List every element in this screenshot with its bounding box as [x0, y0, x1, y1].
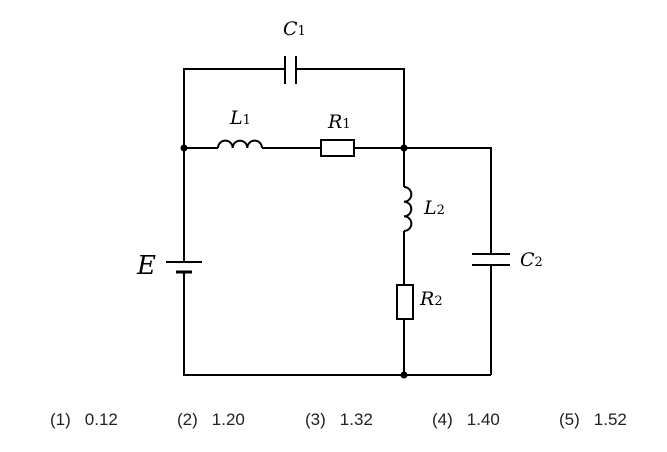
choice-value: 1.40 — [466, 410, 500, 429]
resistor-r1 — [320, 139, 355, 157]
label-e: E — [136, 251, 156, 281]
choice-value: 1.52 — [593, 410, 627, 429]
choice-3: (3) 1.32 — [305, 410, 373, 430]
label-c2: C2 — [520, 249, 543, 271]
label-l1: L1 — [229, 107, 251, 129]
label-c1: C1 — [283, 18, 306, 40]
wires — [183, 68, 492, 376]
capacitor-c1 — [284, 56, 297, 84]
choice-5: (5) 1.52 — [559, 410, 627, 430]
capacitor-c2 — [472, 253, 510, 266]
choice-number: (5) — [559, 410, 580, 429]
choice-1: (1) 0.12 — [50, 410, 118, 430]
label-r1: R1 — [327, 111, 351, 133]
junction-dot — [180, 144, 188, 152]
junction-dot — [400, 371, 408, 379]
inductor-l2 — [403, 186, 413, 232]
battery-e — [166, 261, 202, 274]
choice-number: (3) — [305, 410, 326, 429]
choice-2: (2) 1.20 — [177, 410, 245, 430]
choice-number: (2) — [177, 410, 198, 429]
choice-number: (4) — [432, 410, 453, 429]
choice-value: 1.20 — [211, 410, 245, 429]
choice-value: 0.12 — [84, 410, 118, 429]
junction-dot — [400, 144, 408, 152]
label-r2: R2 — [419, 288, 443, 310]
label-l2: L2 — [423, 197, 445, 219]
choice-4: (4) 1.40 — [432, 410, 500, 430]
choice-number: (1) — [50, 410, 71, 429]
answer-choices: (1) 0.12 (2) 1.20 (3) 1.32 (4) 1.40 (5) 1.52 — [0, 410, 667, 438]
inductor-l1 — [217, 139, 263, 149]
resistor-r2 — [396, 284, 414, 320]
choice-value: 1.32 — [339, 410, 373, 429]
